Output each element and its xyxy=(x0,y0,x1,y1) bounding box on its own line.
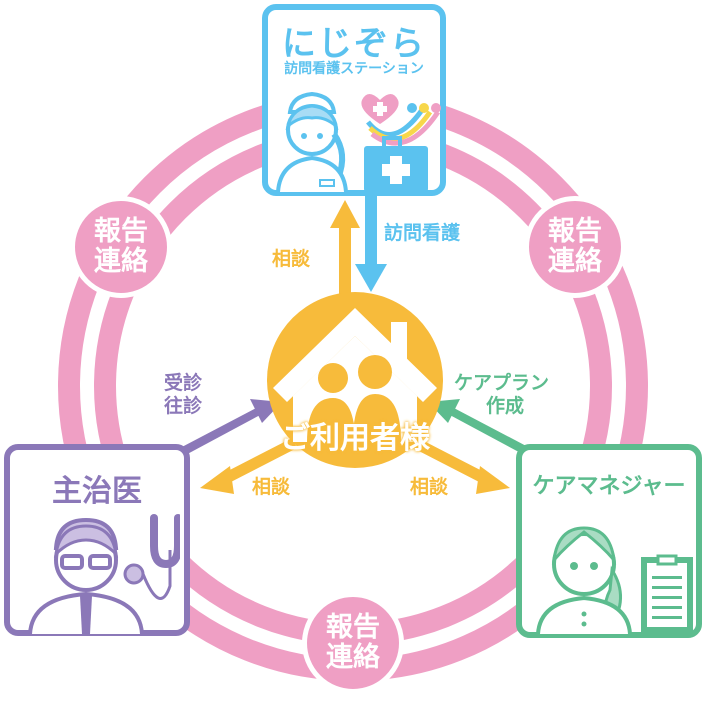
station-name: にじぞら xyxy=(282,24,426,64)
badge-text: 報告 xyxy=(326,611,380,643)
label-careplan-1: ケアプラン xyxy=(454,372,550,394)
report-badge-upper-left: 報告 連絡 xyxy=(70,196,172,298)
badge-text: 報告 xyxy=(94,215,148,247)
label-consult-cm: 相談 xyxy=(410,476,449,498)
label-consult-doctor: 相談 xyxy=(252,476,291,498)
doctor-title: 主治医 xyxy=(52,474,142,509)
house-family-icon xyxy=(267,292,443,468)
report-badge-upper-right: 報告 連絡 xyxy=(524,196,626,298)
label-doctor-visit-1: 受診 xyxy=(164,372,203,394)
report-badge-bottom: 報告 連絡 xyxy=(302,592,404,694)
badge-text: 報告 xyxy=(548,215,602,247)
client-home: ご利用者様 xyxy=(267,292,443,468)
client-label: ご利用者様 xyxy=(280,421,430,456)
arrow-visit-nursing xyxy=(355,196,387,292)
arrow-consult-doctor xyxy=(200,438,297,494)
doctor-card: 主治医 xyxy=(4,444,190,636)
badge-text: 連絡 xyxy=(548,246,602,277)
nurse-with-medical-bag-icon xyxy=(276,91,441,192)
label-careplan-2: 作成 xyxy=(486,395,525,417)
care-manager-clipboard-icon xyxy=(536,526,693,634)
care-manager-title: ケアマネジャー xyxy=(532,474,686,499)
care-manager-card: ケアマネジャー xyxy=(516,444,702,638)
station-subtitle: 訪問看護ステーション xyxy=(284,61,424,77)
label-doctor-visit-2: 往診 xyxy=(164,395,203,417)
nursing-station-card: にじぞら 訪問看護ステーション xyxy=(262,4,446,196)
label-consult-nurse: 相談 xyxy=(272,248,311,270)
arrow-consult-nurse xyxy=(330,200,360,302)
arrow-consult-cm xyxy=(413,438,510,494)
badge-text: 連絡 xyxy=(94,246,148,277)
doctor-stethoscope-icon xyxy=(28,514,180,634)
badge-text: 連絡 xyxy=(326,642,380,673)
label-visit-nursing: 訪問看護 xyxy=(384,222,461,244)
